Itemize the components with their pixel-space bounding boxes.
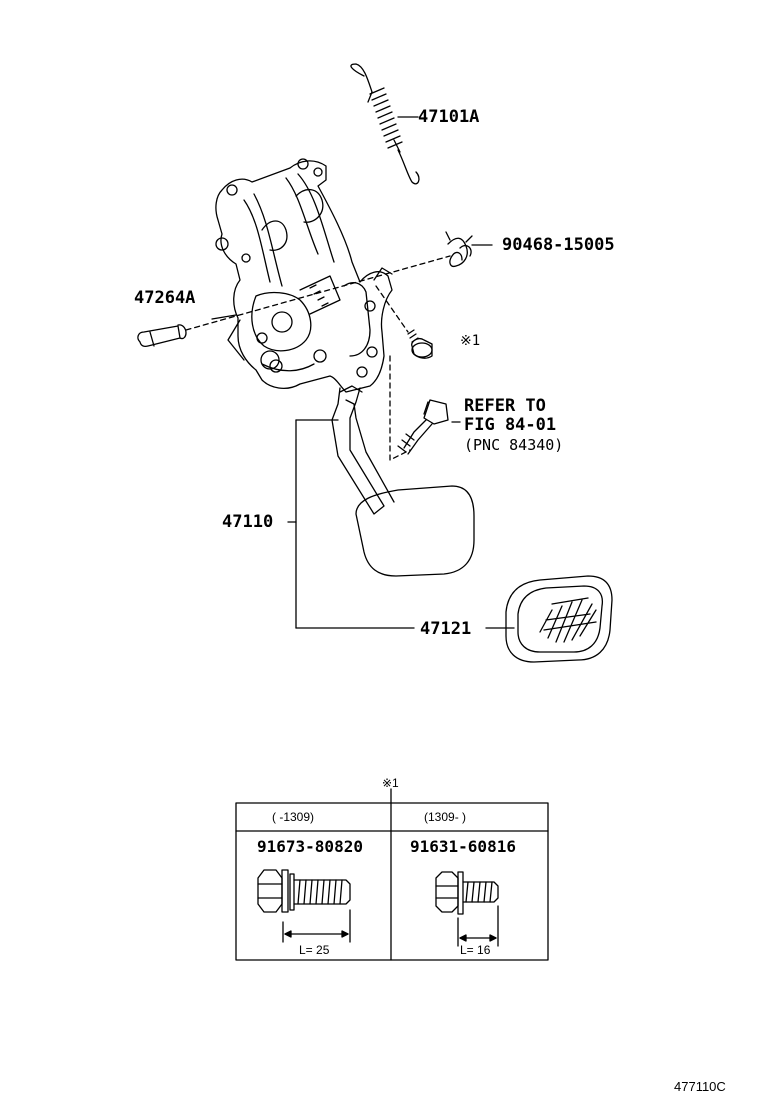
refer-line-3: (PNC 84340) [464,436,564,454]
clip-icon [445,231,493,268]
stop-light-switch-icon [397,399,461,455]
flange-bolt-icon [257,869,351,943]
bolt-table [235,788,549,961]
callout-spring: 47101A [418,107,480,127]
refer-line-2: FIG 84-01 [464,415,557,435]
illustration-code: 477110C [674,1079,726,1094]
leader-lines [287,419,515,629]
assembly-lines [185,255,451,461]
callout-bolt-ref: ※1 [460,333,481,349]
table-part-right: 91631-60816 [410,837,516,856]
callout-pad: 47121 [420,619,472,639]
pedal-pin-icon [137,314,237,348]
pedal-pad-icon [505,575,613,663]
table-part-left: 91673-80820 [257,837,363,856]
callout-clip: 90468-15005 [502,235,615,255]
table-length-left: L= 25 [299,943,330,957]
pedal-arm-icon [331,385,475,577]
table-range-right: (1309- ) [424,810,467,824]
hex-bolt-icon [435,871,499,947]
table-range-left: ( -1309) [272,810,315,824]
callout-pedal: 47110 [222,512,274,532]
refer-line-1: REFER TO [464,396,546,416]
return-spring-icon [350,63,420,185]
pedal-bracket-icon [215,158,393,393]
bolt-icon [407,329,433,359]
table-length-right: L= 16 [460,943,491,957]
callout-pin: 47264A [134,288,196,308]
table-marker: ※1 [382,776,399,790]
